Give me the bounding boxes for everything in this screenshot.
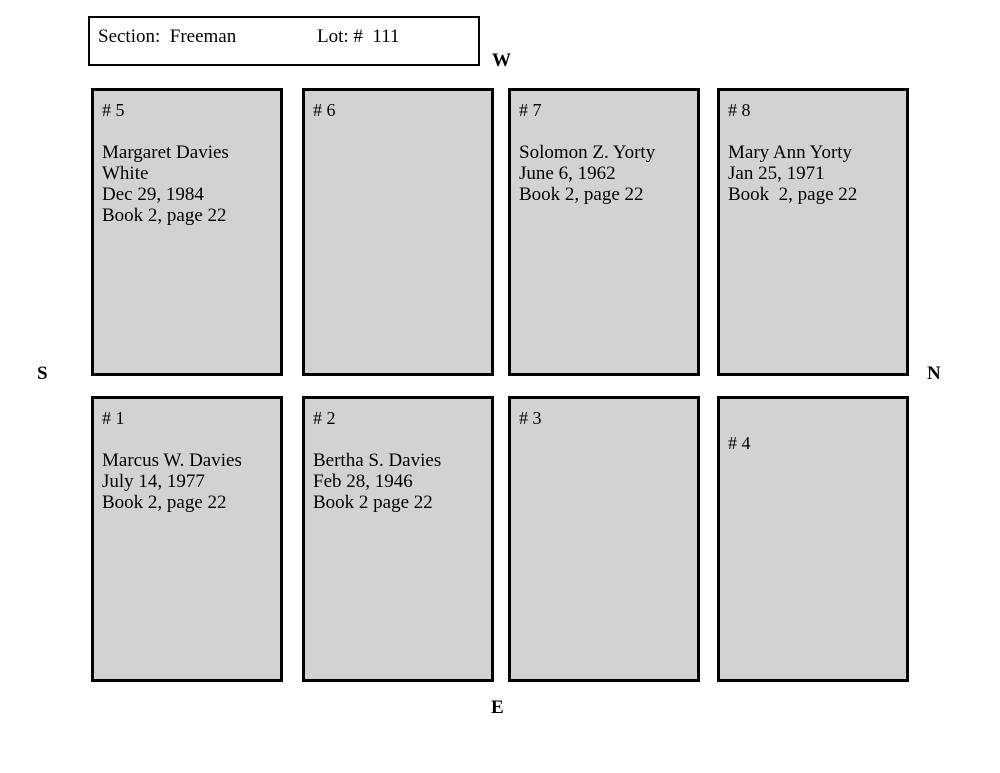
plot-detail-line: Jan 25, 1971 [728, 163, 825, 184]
plot-number-label: # 6 [313, 100, 336, 120]
grave-plot-6[interactable]: # 6 [302, 88, 494, 376]
plot-detail-line: Book 2, page 22 [519, 184, 644, 205]
plot-detail-line: July 14, 1977 [102, 471, 205, 492]
plot-number-label: # 5 [102, 100, 125, 120]
plot-detail-line: Dec 29, 1984 [102, 184, 204, 205]
header-row: Section: Freeman Lot: # 111 [90, 25, 478, 49]
plot-detail-line: Book 2, page 22 [102, 492, 227, 513]
plot-number-label: # 1 [102, 408, 125, 428]
grave-plot-3[interactable]: # 3 [508, 396, 700, 682]
plot-detail-line: Marcus W. Davies [102, 450, 242, 471]
plot-detail-line: Book 2, page 22 [102, 205, 227, 226]
plot-number-label: # 8 [728, 100, 751, 120]
plot-number-label: # 7 [519, 100, 542, 120]
compass-west-label: W [492, 50, 511, 71]
plot-detail-line: Solomon Z. Yorty [519, 142, 656, 163]
plot-number-label: # 3 [519, 408, 542, 428]
plot-detail-line: Margaret Davies [102, 142, 229, 163]
grave-plot-4[interactable]: # 4 [717, 396, 909, 682]
section-label: Section: Freeman [98, 26, 237, 47]
plot-number-label: # 2 [313, 408, 336, 428]
plot-number-label: # 4 [728, 433, 751, 453]
plot-detail-line: White [102, 163, 149, 184]
plot-detail-line: Book 2 page 22 [313, 492, 433, 513]
plot-detail-line: Bertha S. Davies [313, 450, 442, 471]
compass-north-label: N [927, 363, 941, 384]
compass-east-label: E [491, 697, 504, 718]
lot-label: Lot: # 111 [317, 26, 400, 47]
section-lot-header-box: Section: Freeman Lot: # 111 [88, 16, 480, 66]
compass-south-label: S [37, 363, 48, 384]
plot-detail-line: June 6, 1962 [519, 163, 616, 184]
plot-detail-line: Mary Ann Yorty [728, 142, 853, 163]
plot-detail-line: Book 2, page 22 [728, 184, 858, 205]
plot-detail-line: Feb 28, 1946 [313, 471, 413, 492]
